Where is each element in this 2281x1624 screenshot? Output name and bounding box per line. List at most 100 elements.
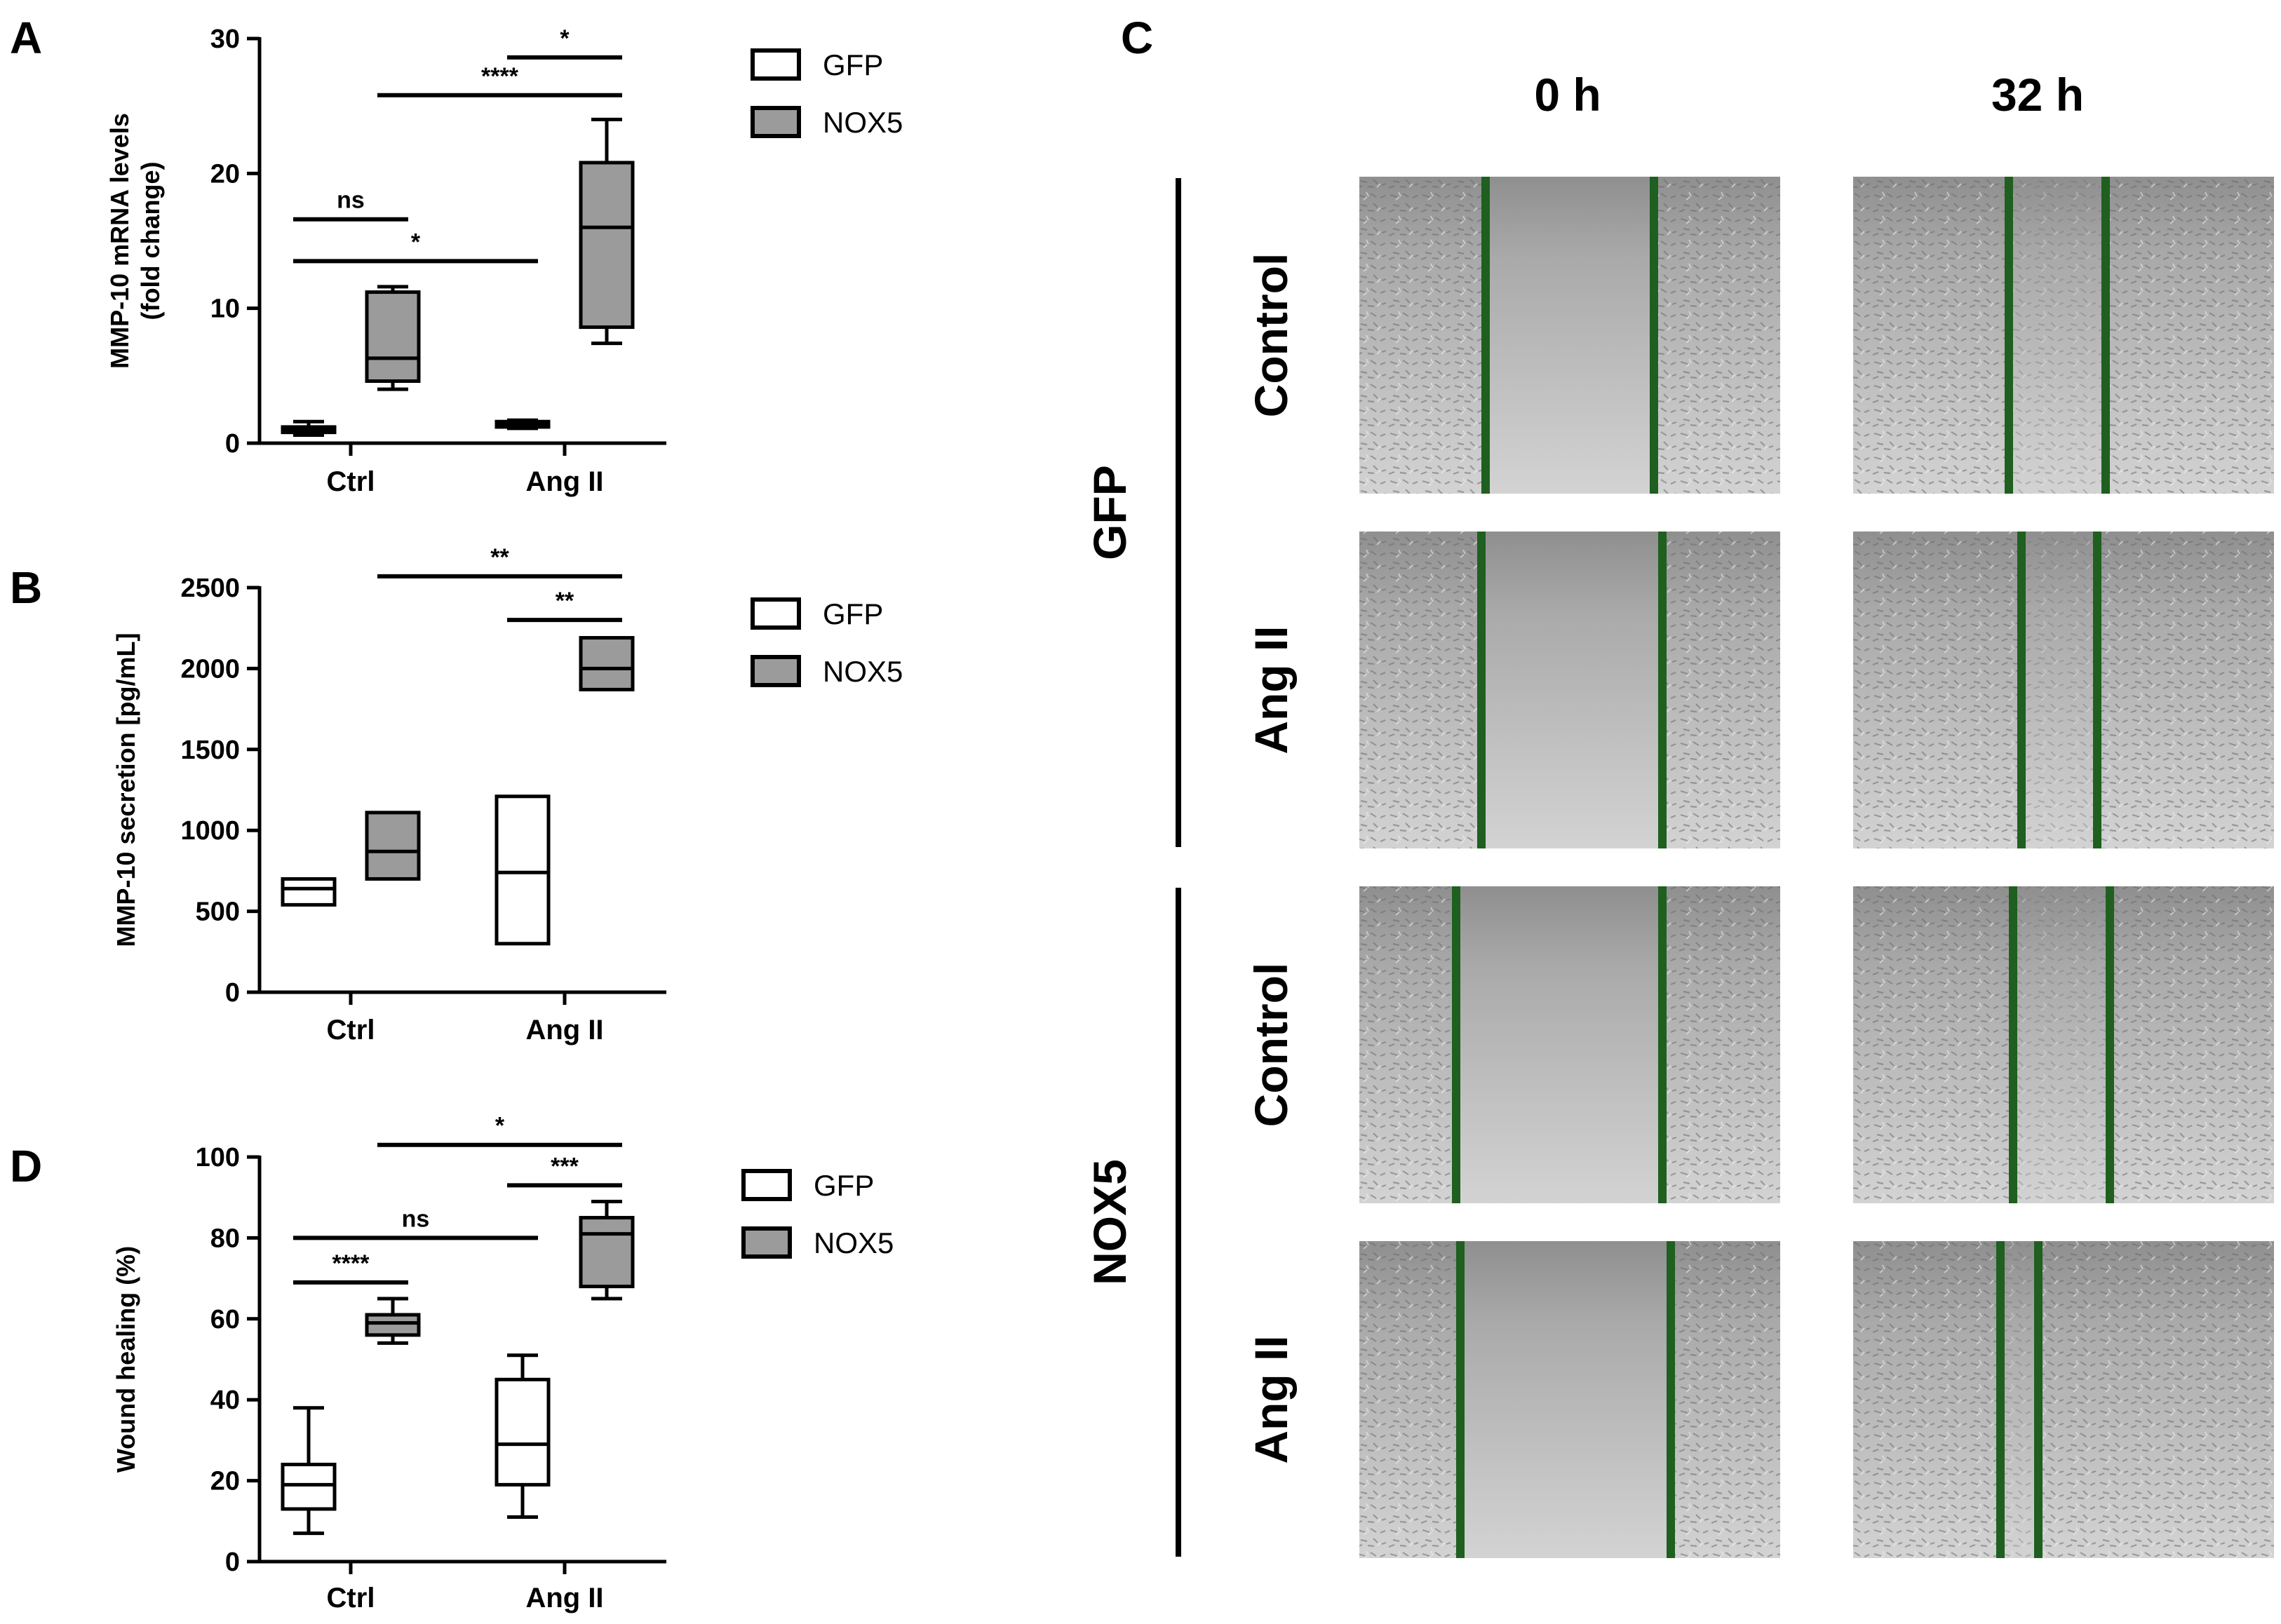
micrograph-image: [1853, 886, 2274, 1203]
box-iqr: [494, 794, 551, 946]
cell-layer-left: [1853, 1241, 2000, 1558]
box-plot-ctrl-gfp: [281, 1406, 337, 1536]
column-header-0: 0 h: [1534, 69, 1601, 121]
legend-label-gfp: GFP: [814, 1169, 874, 1202]
micrograph-image: [1359, 886, 1780, 1203]
legend-label-gfp: GFP: [823, 597, 883, 630]
box-plot-ang-ii-gfp: [494, 794, 551, 946]
legend-label-gfp: GFP: [823, 48, 883, 81]
box-plot-ctrl-nox5: [365, 811, 421, 881]
significance-label: ***: [551, 1153, 579, 1179]
cell-layer-right: [2097, 532, 2274, 848]
cell-layer-left: [1853, 532, 2021, 848]
y-tick-label: 500: [196, 898, 240, 927]
cell-layer-left: [1359, 1241, 1460, 1558]
legend-swatch-nox5: [741, 1226, 792, 1259]
row-label: Control: [1245, 253, 1297, 418]
box-iqr: [365, 811, 421, 881]
box-plot-ang-ii-nox5: [579, 1199, 635, 1301]
legend-label-nox5: NOX5: [823, 106, 903, 139]
y-tick-label: 20: [210, 159, 240, 189]
cell-layer-right: [1662, 532, 1780, 848]
y-axis-label: Wound healing (%): [112, 1246, 140, 1473]
cell-layer-gap: [2000, 1241, 2038, 1558]
cell-layer-gap: [2021, 532, 2097, 848]
box-plot-ang-ii-nox5: [579, 117, 635, 346]
box-plot-ang-ii-nox5: [579, 636, 635, 691]
box-iqr: [365, 290, 421, 384]
legend-label-nox5: NOX5: [814, 1226, 894, 1259]
box-plot-ang-ii-gfp: [494, 1353, 551, 1520]
group-label-nox5: NOX5: [1084, 1159, 1136, 1285]
x-category-label: Ctrl: [327, 1015, 375, 1046]
cell-layer-right: [2106, 177, 2274, 494]
y-tick-label: 80: [210, 1224, 240, 1253]
box-plot-ctrl-nox5: [365, 1297, 421, 1345]
y-axis-label: MMP-10 mRNA levels: [105, 113, 134, 369]
box-plot-ang-ii-gfp: [494, 418, 551, 431]
box-plot-ctrl-nox5: [365, 285, 421, 391]
significance-label: *: [411, 229, 421, 255]
y-tick-label: 20: [210, 1467, 240, 1496]
column-header-1: 32 h: [1991, 69, 2084, 121]
cell-layer-right: [1662, 886, 1780, 1203]
panel-letter-c: C: [1121, 13, 1153, 63]
micrograph-image: [1853, 1241, 2274, 1558]
significance-label: ****: [332, 1250, 370, 1277]
significance-label: ns: [402, 1205, 430, 1232]
cell-layer-right: [1671, 1241, 1780, 1558]
cell-layer-right: [2038, 1241, 2274, 1558]
box-iqr: [579, 161, 635, 330]
significance-label: *: [560, 25, 570, 52]
y-tick-label: 0: [225, 1548, 240, 1577]
y-tick-label: 2000: [180, 654, 240, 684]
y-axis-label: MMP-10 secretion [pg/mL]: [112, 632, 140, 947]
micrograph-image: [1359, 177, 1780, 494]
cell-layer-left: [1359, 532, 1481, 848]
cell-layer-gap: [2013, 886, 2110, 1203]
y-tick-label: 30: [210, 25, 240, 54]
row-label: Ang II: [1245, 625, 1297, 754]
x-category-label: Ang II: [525, 1583, 603, 1613]
cell-layer-right: [2110, 886, 2274, 1203]
panel-letter-a: A: [10, 13, 42, 63]
micrograph-image: [1359, 532, 1780, 848]
significance-label: **: [556, 588, 574, 614]
significance-label: ****: [481, 63, 519, 90]
box-iqr: [365, 1313, 421, 1337]
panel-letter-d: D: [10, 1141, 42, 1191]
y-tick-label: 0: [225, 429, 240, 459]
significance-label: *: [495, 1113, 505, 1139]
x-category-label: Ang II: [525, 466, 603, 497]
x-category-label: Ang II: [525, 1015, 603, 1046]
y-tick-label: 0: [225, 978, 240, 1008]
box-iqr: [281, 1463, 337, 1511]
y-tick-label: 10: [210, 295, 240, 324]
box-iqr: [281, 877, 337, 907]
row-label: Control: [1245, 963, 1297, 1128]
micrograph-image: [1853, 177, 2274, 494]
row-label: Ang II: [1245, 1335, 1297, 1463]
legend-swatch-gfp: [741, 1169, 792, 1201]
y-tick-label: 1500: [180, 736, 240, 765]
panel-letter-b: B: [10, 562, 42, 613]
legend-swatch-nox5: [751, 655, 801, 687]
significance-label: ns: [337, 187, 365, 214]
cell-layer-right: [1654, 177, 1780, 494]
micrograph-image: [1359, 1241, 1780, 1558]
cell-layer-gap: [2009, 177, 2106, 494]
box-plot-ctrl-gfp: [281, 877, 337, 907]
box-iqr: [579, 636, 635, 691]
y-tick-label: 100: [196, 1143, 240, 1172]
x-category-label: Ctrl: [327, 466, 375, 497]
box-iqr: [579, 1216, 635, 1289]
x-category-label: Ctrl: [327, 1583, 375, 1613]
cell-layer-left: [1853, 886, 2013, 1203]
y-axis-label: (fold change): [136, 162, 165, 320]
cell-layer-left: [1853, 177, 2009, 494]
